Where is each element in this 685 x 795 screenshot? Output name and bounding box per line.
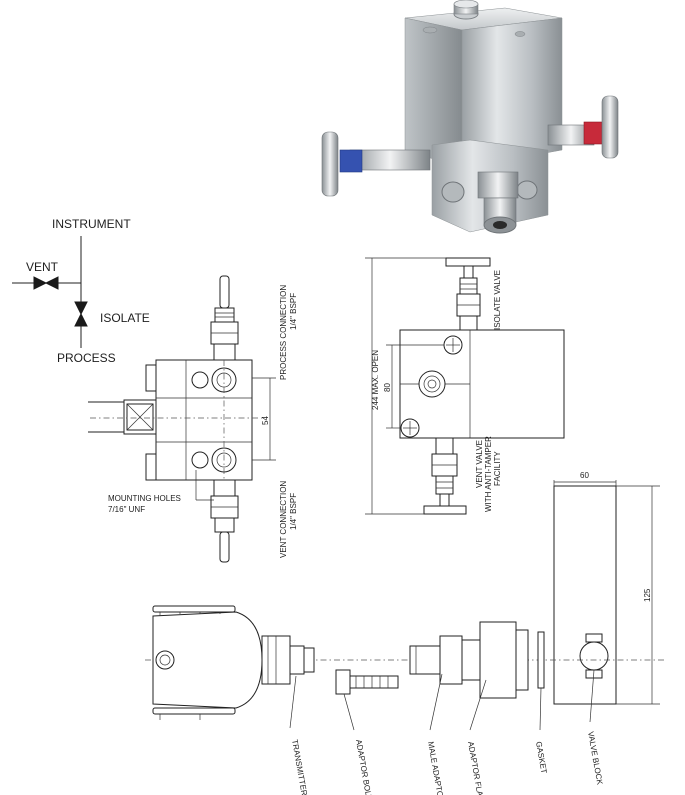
label-vent-valve: VENT VALVE (475, 440, 484, 488)
label-male-adaptor: MALE ADAPTOR (426, 741, 446, 795)
dim-80: 80 (383, 383, 392, 392)
valve-schematic: INSTRUMENT VENT ISOLATE PROCESS (12, 217, 150, 365)
label-adaptor-flange: ADAPTOR FLANGE (466, 741, 487, 795)
label-valve-block: VALVE BLOCK (586, 731, 604, 786)
transmitter-part (152, 605, 315, 729)
label-vent-connection: VENT CONNECTION (279, 481, 288, 558)
label-gasket: GASKET (534, 741, 549, 775)
label-transmitter: TRANSMITTER (290, 739, 309, 795)
label-process: PROCESS (57, 351, 116, 365)
manifold-product-photo (321, 0, 619, 234)
label-process-thread: 1/4" BSPF (289, 293, 298, 330)
label-process-connection: PROCESS CONNECTION (279, 285, 288, 380)
dim-125: 125 (643, 588, 652, 602)
isolate-valve-symbol (74, 301, 88, 316)
front-view-drawing: 54 PROCESS CONNECTION 1/4" BSPF VENT CON… (88, 275, 298, 563)
label-mounting-thread: 7/16" UNF (108, 505, 145, 514)
dim-244-max-open: 244 MAX. OPEN (371, 350, 380, 410)
label-adaptor-bolting: ADAPTOR BOLTING (354, 739, 376, 795)
valve-block-drawing: 60 125 (553, 471, 660, 705)
label-vent-valve-anti-tamper: WITH ANTI-TAMPER (484, 436, 493, 512)
label-mounting-holes: MOUNTING HOLES (108, 494, 181, 503)
adaptor-bolting-part (335, 669, 399, 731)
label-instrument: INSTRUMENT (52, 217, 131, 231)
dim-54: 54 (261, 416, 270, 425)
block-right-face (461, 17, 563, 169)
label-vent-thread: 1/4" BSPF (289, 493, 298, 530)
vent-valve-symbol (33, 276, 48, 290)
label-isolate: ISOLATE (100, 311, 150, 325)
dim-60: 60 (580, 471, 589, 480)
side-view-drawing: 244 MAX. OPEN 80 ISOLATE VALVE VENT VALV… (365, 257, 565, 515)
adaptor-flange-part (461, 621, 529, 731)
label-vent-valve-facility: FACILITY (493, 451, 502, 486)
male-adaptor-part (409, 635, 463, 731)
gasket-part (537, 631, 545, 731)
label-vent: VENT (26, 260, 59, 274)
label-isolate-valve: ISOLATE VALVE (493, 270, 502, 330)
